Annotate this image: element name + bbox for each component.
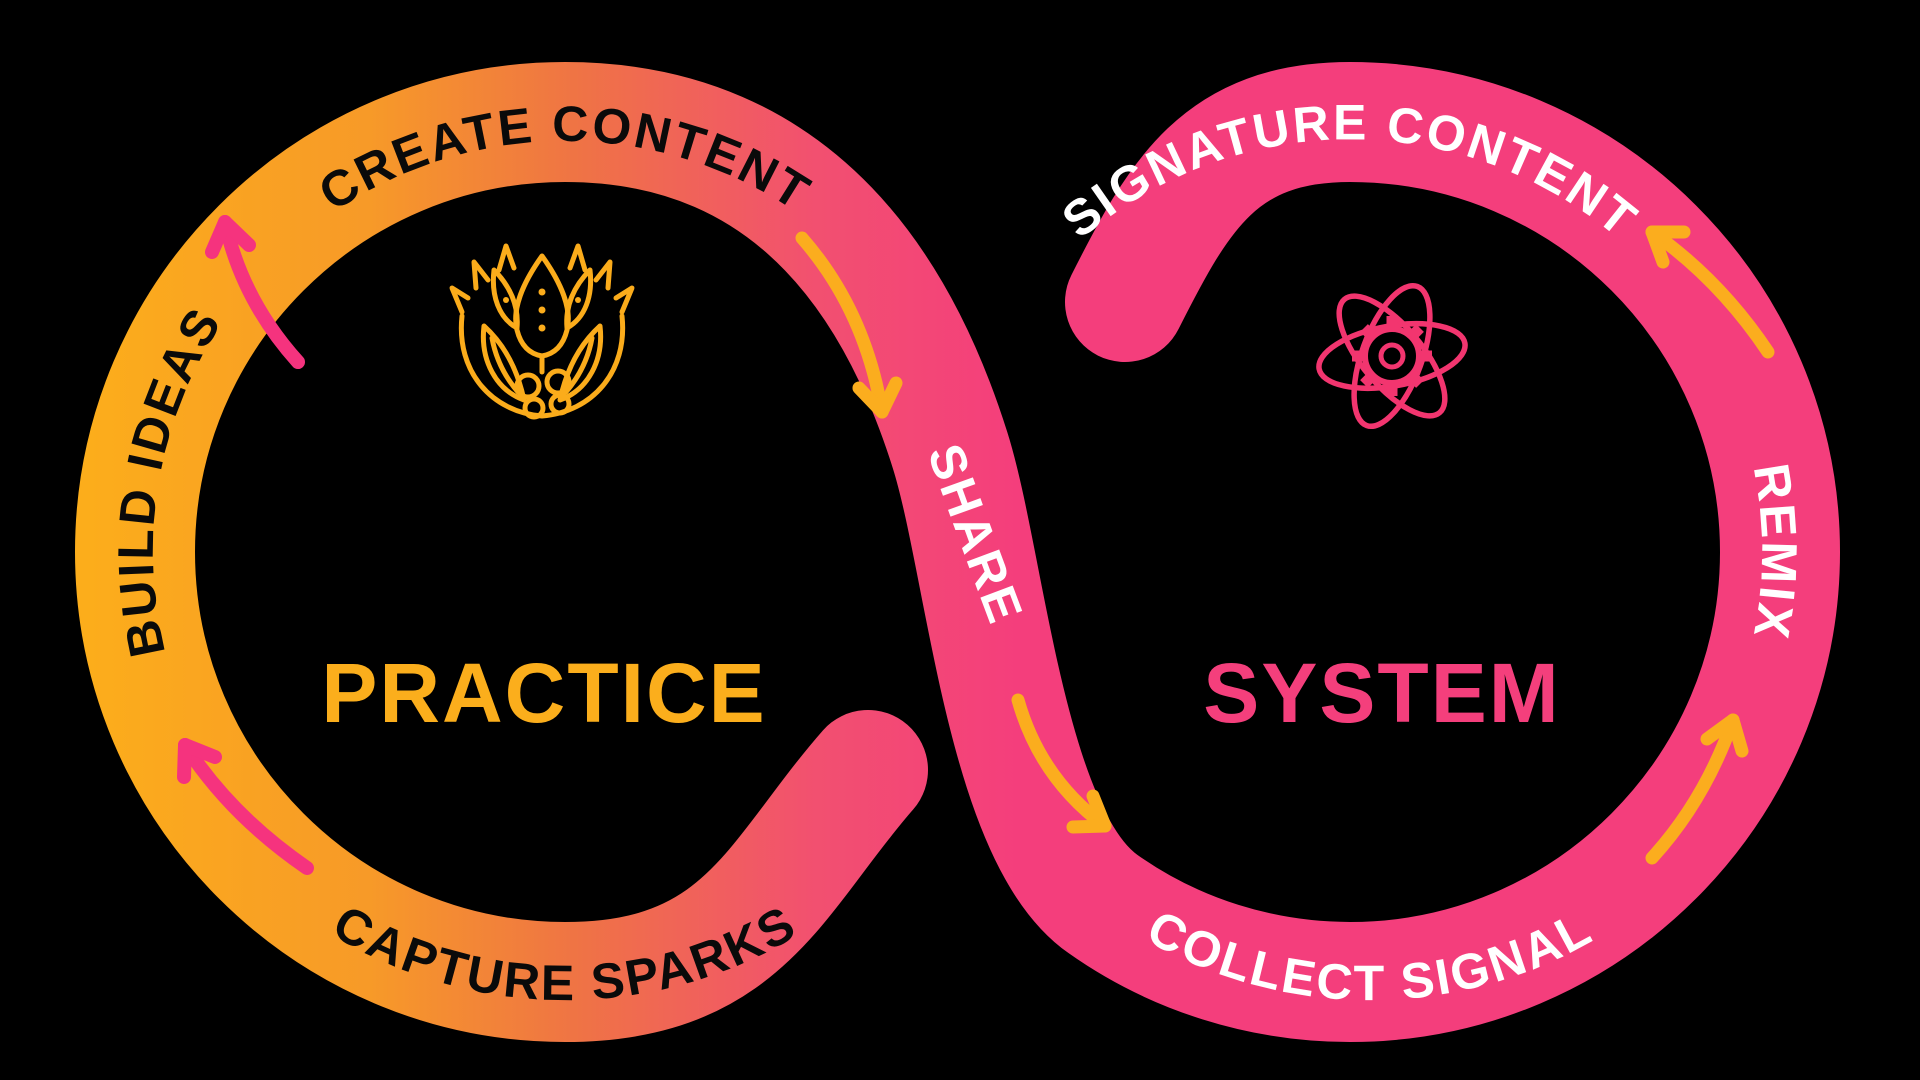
- system-title: SYSTEM: [1203, 646, 1560, 740]
- arrow-down-to-share-icon: [795, 231, 903, 419]
- arrow-up-left-loop-top-icon: [205, 215, 305, 369]
- right-loop-right-label: REMIX: [1743, 460, 1808, 644]
- arrow-up-remix-icon: [1645, 713, 1749, 865]
- atom-gear-icon: [1316, 282, 1468, 430]
- gear-teeth: [1352, 316, 1432, 396]
- arrow-up-left-loop-bottom-icon: [177, 738, 314, 875]
- arrow-down-to-collect-icon: [1011, 693, 1112, 834]
- remix-label: REMIX: [1743, 460, 1805, 644]
- flow-arrows: [177, 215, 1775, 875]
- arrow-up-to-signature-icon: [1645, 225, 1775, 359]
- infinity-band: [75, 62, 1840, 1042]
- practice-title: PRACTICE: [321, 646, 766, 740]
- lotus-flower-icon: [449, 243, 635, 420]
